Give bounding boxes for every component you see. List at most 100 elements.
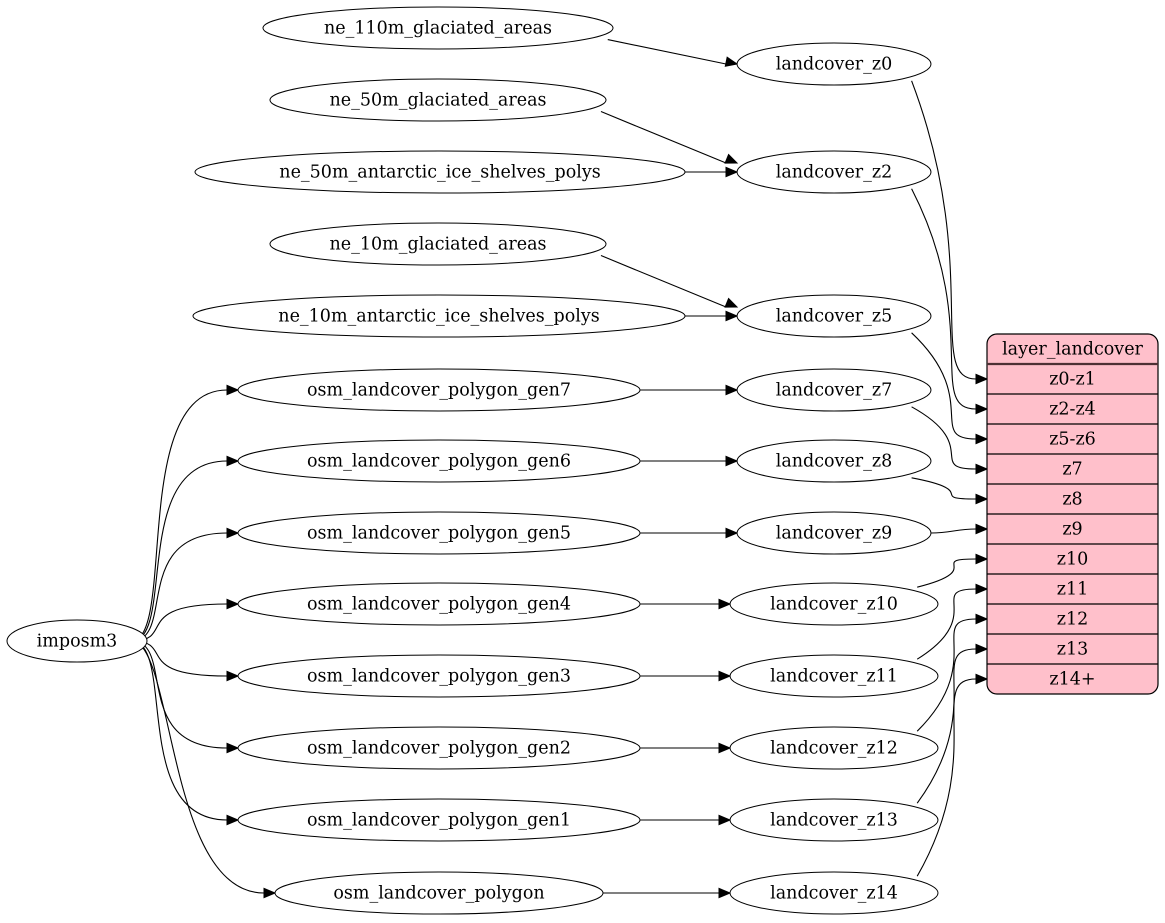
table-row-label[interactable]: z10 bbox=[1057, 550, 1089, 570]
node-ne_50m_antarctic_ice_shelves_polys[interactable]: ne_50m_antarctic_ice_shelves_polys bbox=[194, 150, 686, 194]
arrow-head bbox=[975, 463, 989, 475]
table-row-label[interactable]: z0-z1 bbox=[1049, 370, 1096, 390]
table-row-label[interactable]: z13 bbox=[1057, 640, 1089, 660]
node-osm_landcover_polygon_gen4[interactable]: osm_landcover_polygon_gen4 bbox=[237, 582, 641, 626]
table-row-label[interactable]: z2-z4 bbox=[1049, 400, 1096, 420]
node-label: osm_landcover_polygon_gen4 bbox=[307, 595, 571, 615]
node-imposm3[interactable]: imposm3 bbox=[6, 619, 148, 663]
node-osm_landcover_polygon_gen7[interactable]: osm_landcover_polygon_gen7 bbox=[237, 368, 641, 412]
node-shape bbox=[729, 798, 939, 842]
table-row-label[interactable]: z8 bbox=[1062, 490, 1082, 510]
node-shape bbox=[6, 619, 148, 663]
arrow-head bbox=[724, 297, 739, 308]
node-shape bbox=[192, 294, 686, 338]
node-landcover_z0[interactable]: landcover_z0 bbox=[736, 42, 932, 86]
arrow-head bbox=[226, 455, 240, 467]
node-label: ne_50m_glaciated_areas bbox=[330, 91, 547, 111]
table-row-label[interactable]: z5-z6 bbox=[1049, 430, 1096, 450]
node-ne_50m_glaciated_areas[interactable]: ne_50m_glaciated_areas bbox=[269, 78, 607, 122]
node-shape bbox=[736, 294, 932, 338]
edges-layer bbox=[134, 39, 989, 899]
node-label: ne_50m_antarctic_ice_shelves_polys bbox=[279, 163, 600, 183]
node-shape bbox=[736, 150, 932, 194]
edge-landcover_z13-to-row-z13 bbox=[916, 648, 977, 804]
node-shape bbox=[237, 582, 641, 626]
arrow-head bbox=[725, 455, 739, 467]
node-osm_landcover_polygon_gen1[interactable]: osm_landcover_polygon_gen1 bbox=[237, 798, 641, 842]
edge-ne_50m_glaciated_areas-to-landcover_z2 bbox=[600, 111, 727, 164]
node-label: osm_landcover_polygon_gen5 bbox=[307, 524, 571, 544]
arrow-head bbox=[975, 523, 989, 535]
node-shape bbox=[269, 78, 607, 122]
node-label: landcover_z12 bbox=[770, 739, 898, 759]
arrow-head bbox=[226, 742, 240, 754]
table-row-label[interactable]: z9 bbox=[1062, 520, 1082, 540]
arrow-head bbox=[226, 384, 240, 396]
edge-landcover_z5-to-row-z5-z6 bbox=[911, 332, 977, 440]
node-ne_110m_glaciated_areas[interactable]: ne_110m_glaciated_areas bbox=[262, 6, 614, 50]
edge-landcover_z12-to-row-z12 bbox=[916, 618, 977, 732]
node-landcover_z10[interactable]: landcover_z10 bbox=[729, 582, 939, 626]
edge-landcover_z0-to-row-z0-z1 bbox=[911, 80, 977, 380]
node-osm_landcover_polygon_gen3[interactable]: osm_landcover_polygon_gen3 bbox=[237, 654, 641, 698]
arrow-head bbox=[725, 166, 739, 178]
node-label: landcover_z2 bbox=[776, 163, 893, 183]
node-label: landcover_z10 bbox=[770, 595, 898, 615]
table-row-label[interactable]: z12 bbox=[1057, 610, 1089, 630]
arrow-head bbox=[725, 310, 739, 322]
node-landcover_z12[interactable]: landcover_z12 bbox=[729, 726, 939, 770]
arrow-head bbox=[975, 643, 989, 655]
layer-landcover-table: layer_landcoverz0-z1z2-z4z5-z6z7z8z9z10z… bbox=[986, 333, 1159, 695]
table-row-label[interactable]: z7 bbox=[1062, 460, 1082, 480]
table-row-label[interactable]: z11 bbox=[1057, 580, 1089, 600]
edge-imposm3-to-osm_landcover_polygon bbox=[134, 640, 265, 894]
edge-imposm3-to-osm_landcover_polygon_gen7 bbox=[134, 389, 228, 642]
node-landcover_z7[interactable]: landcover_z7 bbox=[736, 368, 932, 412]
arrow-head bbox=[226, 598, 240, 610]
node-label: landcover_z14 bbox=[770, 884, 898, 904]
node-shape bbox=[729, 726, 939, 770]
arrow-head bbox=[975, 433, 989, 445]
node-label: landcover_z8 bbox=[776, 452, 893, 472]
node-shape bbox=[194, 150, 686, 194]
node-landcover_z2[interactable]: landcover_z2 bbox=[736, 150, 932, 194]
edge-landcover_z10-to-row-z10 bbox=[917, 558, 977, 588]
node-label: landcover_z11 bbox=[770, 667, 898, 687]
node-label: osm_landcover_polygon_gen7 bbox=[307, 381, 571, 401]
node-shape bbox=[736, 368, 932, 412]
arrow-head bbox=[975, 373, 989, 385]
node-label: osm_landcover_polygon_gen2 bbox=[307, 739, 571, 759]
node-landcover_z5[interactable]: landcover_z5 bbox=[736, 294, 932, 338]
node-osm_landcover_polygon_gen2[interactable]: osm_landcover_polygon_gen2 bbox=[237, 726, 641, 770]
node-osm_landcover_polygon_gen5[interactable]: osm_landcover_polygon_gen5 bbox=[237, 511, 641, 555]
node-landcover_z8[interactable]: landcover_z8 bbox=[736, 439, 932, 483]
node-shape bbox=[729, 871, 939, 915]
node-ne_10m_antarctic_ice_shelves_polys[interactable]: ne_10m_antarctic_ice_shelves_polys bbox=[192, 294, 686, 338]
node-landcover_z14[interactable]: landcover_z14 bbox=[729, 871, 939, 915]
node-shape bbox=[729, 582, 939, 626]
node-landcover_z11[interactable]: landcover_z11 bbox=[729, 654, 939, 698]
node-shape bbox=[237, 511, 641, 555]
edge-imposm3-to-osm_landcover_polygon_gen2 bbox=[134, 640, 228, 749]
node-landcover_z13[interactable]: landcover_z13 bbox=[729, 798, 939, 842]
edge-imposm3-to-osm_landcover_polygon_gen3 bbox=[134, 640, 228, 677]
node-shape bbox=[237, 798, 641, 842]
node-label: ne_10m_glaciated_areas bbox=[330, 235, 547, 255]
edge-landcover_z9-to-row-z9 bbox=[930, 528, 977, 534]
node-label: ne_110m_glaciated_areas bbox=[324, 19, 552, 39]
node-shape bbox=[237, 654, 641, 698]
arrow-head bbox=[975, 553, 989, 565]
node-landcover_z9[interactable]: landcover_z9 bbox=[736, 511, 932, 555]
node-label: landcover_z0 bbox=[776, 55, 893, 75]
node-ne_10m_glaciated_areas[interactable]: ne_10m_glaciated_areas bbox=[269, 222, 607, 266]
node-osm_landcover_polygon[interactable]: osm_landcover_polygon bbox=[274, 871, 604, 915]
node-label: landcover_z7 bbox=[776, 381, 893, 401]
arrow-head bbox=[718, 887, 732, 899]
node-osm_landcover_polygon_gen6[interactable]: osm_landcover_polygon_gen6 bbox=[237, 439, 641, 483]
node-shape bbox=[729, 654, 939, 698]
arrow-head bbox=[718, 598, 732, 610]
edge-imposm3-to-osm_landcover_polygon_gen6 bbox=[134, 460, 228, 642]
arrow-head bbox=[725, 384, 739, 396]
table-row-label[interactable]: z14+ bbox=[1049, 670, 1095, 690]
